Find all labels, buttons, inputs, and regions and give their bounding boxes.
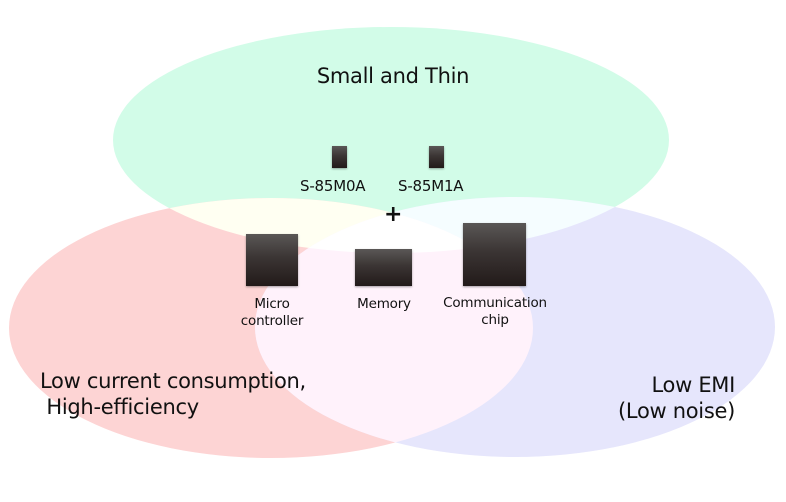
component-label-memory: Memory — [334, 296, 434, 313]
set-left-label: Low current consumption, High-efficiency — [40, 368, 306, 420]
set-right-label: Low EMI (Low noise) — [618, 372, 735, 424]
component-label-line: Memory — [357, 296, 411, 312]
chip-icon — [463, 223, 526, 286]
set-left-label-line-1: Low current consumption, — [40, 369, 306, 393]
sensor-label-s85m0a: S-85M0A — [300, 177, 366, 195]
set-top-label: Small and Thin — [316, 64, 470, 88]
chip-icon — [246, 234, 298, 286]
component-label-line: chip — [481, 312, 509, 328]
set-right-label-line-2: (Low noise) — [618, 399, 735, 423]
component-label-line: controller — [240, 313, 304, 329]
set-top-ellipse — [113, 27, 669, 253]
component-label-microcontroller: Micro controller — [222, 296, 322, 330]
set-right-label-line-1: Low EMI — [651, 373, 735, 397]
component-label-communication-chip: Communication chip — [430, 295, 560, 329]
set-left-label-line-2: High-efficiency — [40, 395, 199, 419]
sensor-label-s85m1a: S-85M1A — [398, 177, 464, 195]
component-label-line: Micro — [254, 296, 290, 312]
plus-sign: + — [384, 202, 403, 227]
chip-icon — [429, 146, 444, 168]
chip-icon — [332, 146, 347, 168]
chip-icon — [355, 249, 412, 286]
component-label-line: Communication — [443, 295, 547, 311]
